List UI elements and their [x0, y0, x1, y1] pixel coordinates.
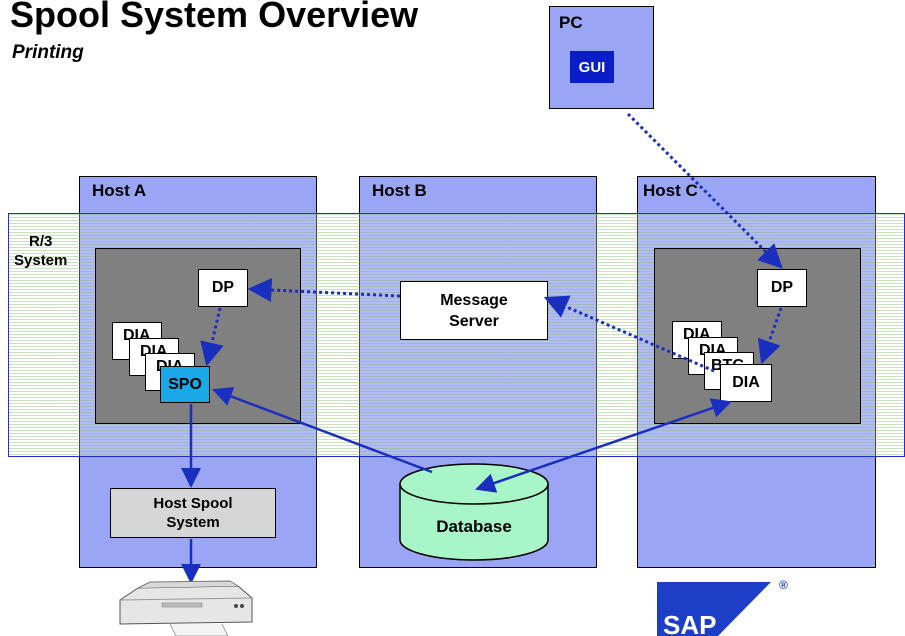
host-a-label: Host A — [92, 181, 147, 200]
database-label: Database — [436, 517, 512, 536]
arrow-dp-a-to-spo — [200, 307, 224, 367]
r3-system-label-line1: R/3 — [29, 233, 53, 250]
sap-logo: SAP ® — [657, 578, 788, 636]
message-server-line1: Message — [440, 291, 508, 309]
arrow-dp-c-to-dia-c — [757, 307, 783, 365]
host-c-dp-box: DP — [757, 269, 807, 307]
database-cylinder: Database — [399, 463, 549, 561]
host-spool-system-box: Host Spool System — [110, 488, 276, 538]
pc-box: PC GUI — [549, 6, 654, 109]
sap-logo-text: SAP — [663, 610, 716, 636]
arrow-database-to-spo — [212, 386, 433, 474]
r3-system-label: R/3 System — [14, 232, 67, 270]
page-title: Spool System Overview — [10, 0, 419, 35]
r3-system-label-line2: System — [14, 252, 68, 269]
arrow-gui-to-dp-c — [626, 112, 783, 269]
page-subtitle: Printing — [12, 42, 84, 63]
host-b-label: Host B — [372, 181, 427, 200]
printer-icon — [119, 580, 253, 636]
arrow-dia-c-database — [475, 398, 732, 493]
host-a-dp-box: DP — [198, 269, 248, 307]
arrow-msgserver-to-dp-a — [247, 278, 401, 302]
host-spool-line1: Host Spool — [153, 495, 233, 512]
spo-box: SPO — [160, 366, 210, 403]
arrow-dia-c-to-msgserver — [543, 295, 715, 373]
message-server-box: Message Server — [400, 281, 548, 340]
gui-box: GUI — [570, 51, 614, 83]
host-c-dia-box-3: DIA — [720, 364, 772, 402]
message-server-line2: Server — [449, 312, 499, 330]
pc-label: PC — [559, 13, 583, 32]
registered-mark: ® — [779, 578, 788, 592]
host-spool-line2: System — [166, 514, 220, 531]
host-c-label: Host C — [643, 181, 698, 200]
